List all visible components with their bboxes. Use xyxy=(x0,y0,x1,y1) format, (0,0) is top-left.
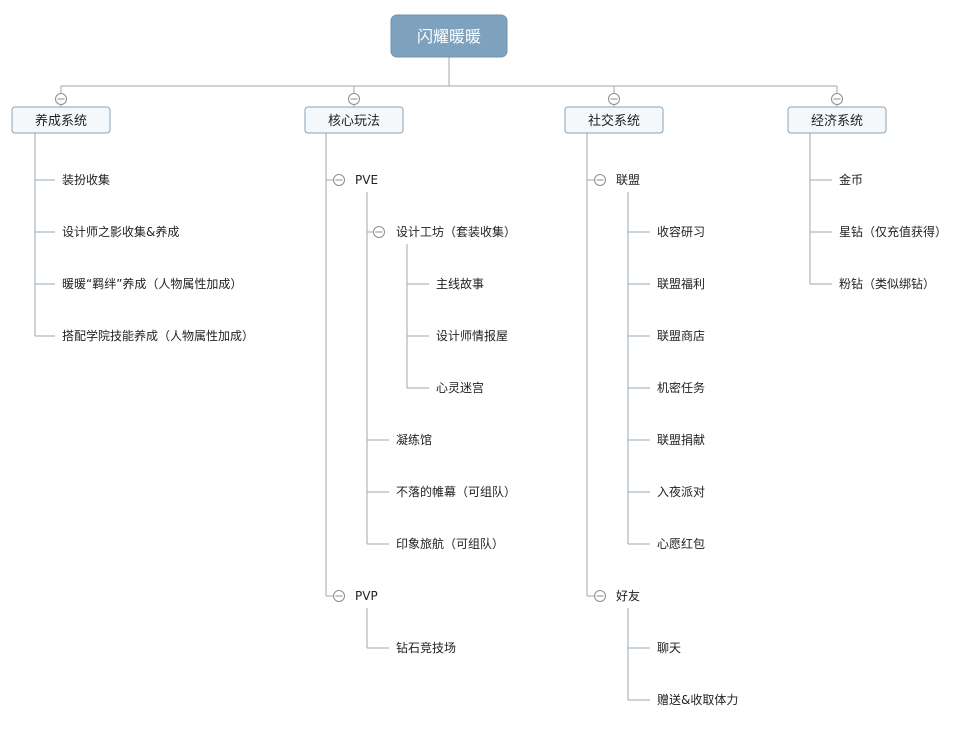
category-label: 核心玩法 xyxy=(328,114,380,129)
node-design-workshop[interactable]: 设计工坊（套装收集） xyxy=(396,224,516,239)
collapse-toggle-icon[interactable] xyxy=(373,226,385,238)
node-alliance-donation[interactable]: 联盟捐献 xyxy=(657,432,705,447)
node-designer-shadow[interactable]: 设计师之影收集&养成 xyxy=(62,224,179,239)
node-containment-study[interactable]: 收容研习 xyxy=(657,224,705,239)
category-label: 养成系统 xyxy=(35,113,87,129)
node-alliance-welfare[interactable]: 联盟福利 xyxy=(657,276,705,291)
node-pink-diamond[interactable]: 粉钻（类似绑钻） xyxy=(839,276,935,291)
collapse-toggle-icon[interactable] xyxy=(831,93,843,105)
node-bond-cultivation[interactable]: 暖暖“羁绊”养成（人物属性加成） xyxy=(62,276,242,291)
node-heart-maze[interactable]: 心灵迷宫 xyxy=(436,380,484,395)
node-academy-skills[interactable]: 搭配学院技能养成（人物属性加成） xyxy=(62,328,254,343)
node-secret-mission[interactable]: 机密任务 xyxy=(657,380,705,395)
node-outfit-collection[interactable]: 装扮收集 xyxy=(62,172,110,187)
collapse-toggle-icon[interactable] xyxy=(594,590,606,602)
connectors xyxy=(34,57,838,701)
collapse-toggle-icon[interactable] xyxy=(333,174,345,186)
category-node-social[interactable]: 社交系统 xyxy=(564,106,664,134)
collapse-toggle-icon[interactable] xyxy=(608,93,620,105)
collapse-toggle-icon[interactable] xyxy=(348,93,360,105)
category-label: 社交系统 xyxy=(588,113,640,129)
node-designer-intel[interactable]: 设计师情报屋 xyxy=(436,328,508,343)
node-friends[interactable]: 好友 xyxy=(616,589,640,603)
collapse-toggle-icon[interactable] xyxy=(594,174,606,186)
node-night-party[interactable]: 入夜派对 xyxy=(657,484,705,499)
root-label: 闪耀暖暖 xyxy=(417,27,481,46)
node-diamond-arena[interactable]: 钻石竞技场 xyxy=(396,640,456,655)
category-node-cultivation[interactable]: 养成系统 xyxy=(11,106,111,134)
node-endless-curtain[interactable]: 不落的帷幕（可组队） xyxy=(396,484,516,499)
node-wish-redpacket[interactable]: 心愿红包 xyxy=(657,536,705,551)
node-star-diamond[interactable]: 星钻（仅充值获得） xyxy=(839,224,947,239)
root-node[interactable]: 闪耀暖暖 xyxy=(390,14,508,58)
category-node-economy[interactable]: 经济系统 xyxy=(787,106,887,134)
collapse-toggle-icon[interactable] xyxy=(55,93,67,105)
node-main-story[interactable]: 主线故事 xyxy=(436,276,484,291)
node-pvp[interactable]: PVP xyxy=(355,589,378,603)
node-pve[interactable]: PVE xyxy=(355,173,378,187)
node-gold[interactable]: 金币 xyxy=(839,172,863,187)
collapse-toggle-icon[interactable] xyxy=(333,590,345,602)
category-node-core-gameplay[interactable]: 核心玩法 xyxy=(304,106,404,134)
node-chat[interactable]: 聊天 xyxy=(657,641,681,655)
node-alliance[interactable]: 联盟 xyxy=(616,173,640,187)
category-label: 经济系统 xyxy=(811,114,863,129)
node-refinery[interactable]: 凝练馆 xyxy=(396,432,432,447)
node-impression-voyage[interactable]: 印象旅航（可组队） xyxy=(396,536,504,551)
node-alliance-shop[interactable]: 联盟商店 xyxy=(657,328,705,343)
node-stamina-gift[interactable]: 赠送&收取体力 xyxy=(657,692,738,707)
